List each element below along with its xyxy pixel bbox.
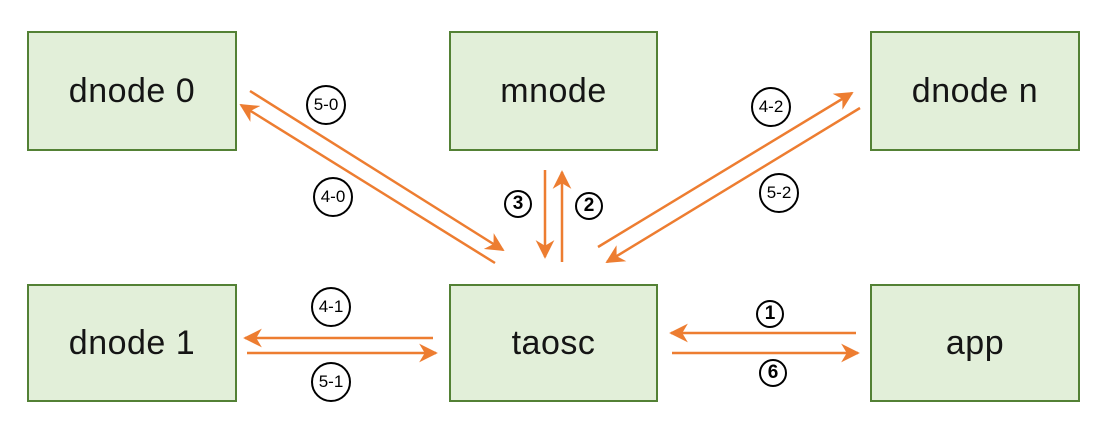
edge-label-5-2: 5-2 [759, 173, 799, 213]
node-mnode: mnode [449, 31, 658, 151]
node-app: app [870, 284, 1080, 402]
edge-label-2: 2 [575, 192, 603, 220]
edge-label-4-2: 4-2 [751, 87, 791, 127]
node-dnode-0-label: dnode 0 [68, 71, 196, 110]
node-dnode-0: dnode 0 [27, 31, 237, 151]
edge-label-5-0: 5-0 [306, 85, 346, 125]
node-dnode-1-label: dnode 1 [68, 323, 196, 362]
edge-label-3: 3 [504, 190, 532, 218]
edge-label-4-0: 4-0 [313, 177, 353, 217]
node-taosc: taosc [449, 284, 658, 402]
edge-label-6: 6 [759, 359, 787, 387]
node-dnode-n-label: dnode n [911, 71, 1039, 110]
edge-label-5-1: 5-1 [311, 362, 351, 402]
node-mnode-label: mnode [500, 71, 607, 110]
node-app-label: app [945, 323, 1005, 362]
node-dnode-n: dnode n [870, 31, 1080, 151]
node-taosc-label: taosc [511, 323, 596, 362]
edge-label-1: 1 [756, 300, 784, 328]
node-dnode-1: dnode 1 [27, 284, 237, 402]
edge-label-4-1: 4-1 [311, 287, 351, 327]
